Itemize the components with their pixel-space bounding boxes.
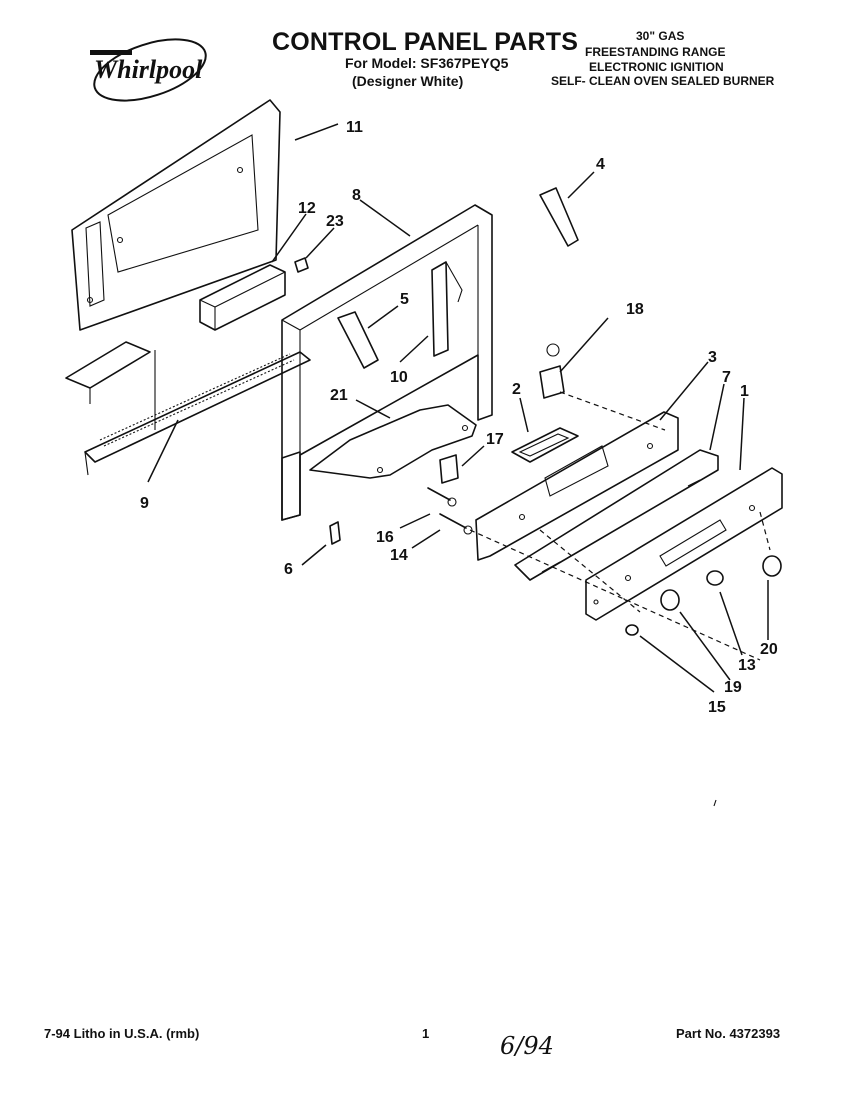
part-8-frame xyxy=(281,204,493,521)
whirlpool-logo: Whirlpool xyxy=(90,38,207,102)
callout-11: 11 xyxy=(346,119,363,136)
spec-line-4: SELF- CLEAN OVEN SEALED BURNER xyxy=(551,74,775,88)
part-14-shaft xyxy=(439,513,473,535)
callout-4: 4 xyxy=(596,156,605,173)
part-10-bracket xyxy=(431,261,463,357)
callout-15: 15 xyxy=(708,699,726,716)
callout-18: 18 xyxy=(626,301,644,318)
part-11-shield xyxy=(71,99,281,331)
callout-6: 6 xyxy=(284,561,293,578)
callout-14: 14 xyxy=(390,547,408,564)
spec-line-3: ELECTRONIC IGNITION xyxy=(589,60,724,74)
footer-page-number: 1 xyxy=(422,1026,430,1041)
part-13-knob xyxy=(706,570,724,586)
logo-wordmark: Whirlpool xyxy=(94,55,203,84)
callout-16: 16 xyxy=(376,529,394,546)
callout-20: 20 xyxy=(760,641,778,658)
part-15-knob xyxy=(625,624,639,636)
part-16-shaft xyxy=(427,487,457,507)
footer-litho: 7-94 Litho in U.S.A. (rmb) xyxy=(44,1026,200,1041)
callout-13: 13 xyxy=(738,657,756,674)
part-12-insulation xyxy=(199,264,286,331)
callout-2: 2 xyxy=(512,381,521,398)
part-4-bracket xyxy=(539,187,579,247)
footer-part-number: Part No. 4372393 xyxy=(676,1026,781,1041)
part-17-switch xyxy=(439,454,459,484)
part-21-plate xyxy=(309,404,477,479)
part-18-switch xyxy=(539,343,565,399)
spec-line-1: 30" GAS xyxy=(636,29,685,43)
part-6-clip xyxy=(329,521,341,545)
part-9-bracket xyxy=(65,341,311,476)
callout-19: 19 xyxy=(724,679,742,696)
variant-line: (Designer White) xyxy=(352,73,464,89)
callout-9: 9 xyxy=(140,495,149,512)
callout-1: 1 xyxy=(740,383,749,400)
callout-8: 8 xyxy=(352,187,361,204)
part-23-clip xyxy=(294,257,309,273)
part-2-display xyxy=(511,427,579,463)
footer-handwritten-date: 6/94 xyxy=(500,1032,554,1060)
callout-5: 5 xyxy=(400,291,409,308)
part-3-panel xyxy=(475,411,679,561)
model-line: For Model: SF367PEYQ5 xyxy=(345,55,509,71)
part-1-console xyxy=(585,467,783,621)
part-20-knob xyxy=(762,555,782,577)
callout-23: 23 xyxy=(326,213,344,230)
spec-line-2: FREESTANDING RANGE xyxy=(585,45,726,59)
callout-3: 3 xyxy=(708,349,717,366)
callout-21: 21 xyxy=(330,387,348,404)
callout-12: 12 xyxy=(298,200,316,217)
part-5-clip xyxy=(337,311,379,369)
part-19-knob xyxy=(660,589,680,611)
callout-17: 17 xyxy=(486,431,504,448)
callout-7: 7 xyxy=(722,369,731,386)
part-7-rail xyxy=(514,449,719,581)
callout-10: 10 xyxy=(390,369,408,386)
page-title: CONTROL PANEL PARTS xyxy=(272,28,579,56)
